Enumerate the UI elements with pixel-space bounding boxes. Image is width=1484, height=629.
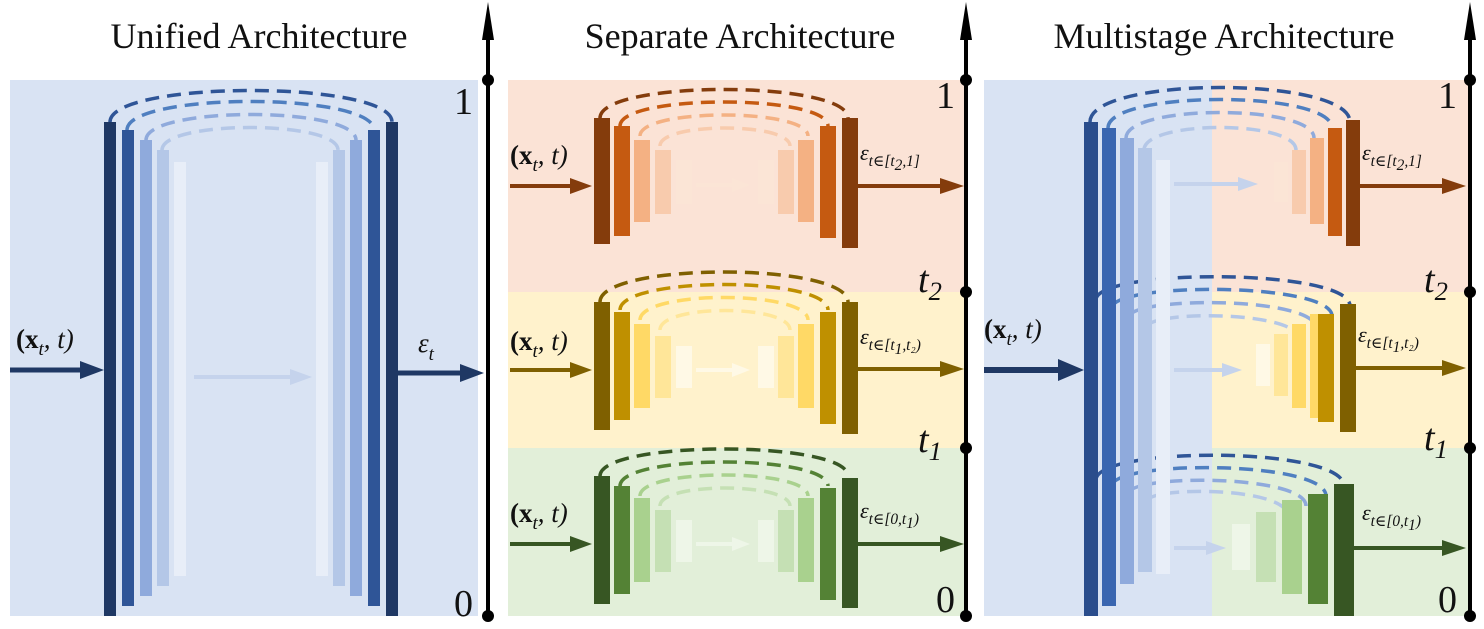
shared-encoder-layer [1138,148,1152,572]
axis-tick-dot [482,74,494,86]
output-label: εt∈[t2,1] [860,140,920,174]
output-arrowhead [460,364,484,382]
panel-separate: Separate Architecture [508,2,972,622]
encoder-layer [174,162,186,576]
stage-background-low [508,448,968,616]
axis-tick-0: 0 [454,583,473,625]
panel-multistage: Multistage Architecture [984,2,1476,622]
decoder-layer [333,150,345,586]
panel-title: Separate Architecture [585,16,896,56]
skip-arc [125,99,376,131]
axis-tick-1: 1 [454,81,473,123]
input-arrowhead [80,361,104,379]
axis-tick-dot [482,610,494,622]
output-label: εt∈[t2,1] [1362,140,1422,174]
unified-background [10,80,478,616]
output-label: εt∈[t1,t₂) [1358,322,1419,356]
output-label: εt∈[0,t1) [1362,500,1421,534]
axis-tick-1: 1 [1438,75,1457,117]
input-label: (xt, t) [984,314,1042,350]
encoder-layer [140,140,152,596]
panel-title: Multistage Architecture [1054,16,1395,56]
skip-arc [160,125,340,151]
decoder-layer [350,140,362,596]
panel-unified: Unified Architecture (xt, t) εt [10,2,494,625]
axis-tick-t1: t1 [1424,417,1448,464]
shared-encoder-layer [1156,160,1170,574]
decoder-stage-high [1174,120,1466,246]
axis-tick-1: 1 [936,75,955,117]
shared-encoder-layer [1084,122,1098,616]
unet-stage-low [510,447,964,608]
axis-tick-0: 0 [936,579,955,621]
time-axis-arrowhead [1464,2,1476,40]
skip-arc [144,112,358,141]
input-label: (xt, t) [510,326,568,362]
bottleneck-arrowhead [290,369,312,385]
shared-encoder-layer [1120,138,1134,584]
decoder-layer [386,122,398,616]
time-axis-arrowhead [960,2,972,40]
axis-tick-0: 0 [1438,579,1457,621]
skip-connections [108,88,394,151]
axis-tick-t1: t1 [918,419,942,466]
encoder-layer [157,150,169,586]
output-label: εt∈[t1,t₂) [860,324,921,358]
input-arrowhead [1058,359,1084,381]
decoder-layer [368,130,380,606]
input-label: (xt, t) [510,498,568,534]
decoder-layer [316,162,328,576]
unet-stage-high [510,87,964,248]
axis-tick-t2: t2 [1424,259,1448,306]
output-label: εt∈[0,t1) [860,498,919,532]
decoder-stage-mid [1174,304,1466,432]
time-axis-arrowhead [482,2,494,40]
input-label: (xt, t) [510,140,568,176]
encoder-layer [122,130,134,606]
shared-encoder-layer [1102,128,1116,606]
decoder-stage-low [1174,484,1466,616]
input-label: (xt, t) [16,324,74,360]
panel-title: Unified Architecture [111,16,408,56]
unet-stage-mid [510,270,964,434]
encoder-layer [104,122,116,616]
axis-tick-t2: t2 [918,259,942,306]
output-label: εt [418,328,435,365]
